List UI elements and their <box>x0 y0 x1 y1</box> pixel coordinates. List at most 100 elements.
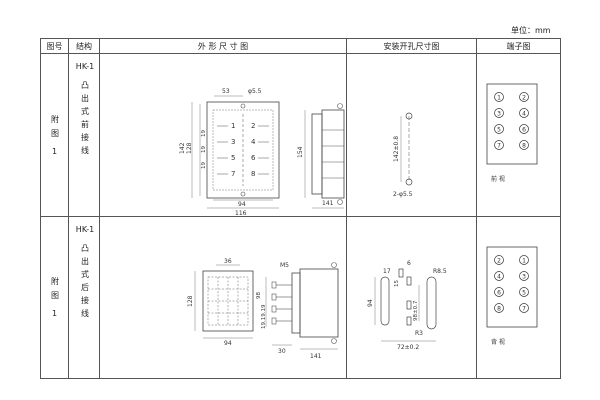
terminal-number: 3 <box>497 111 501 118</box>
side-body <box>299 268 339 338</box>
mount-drawing: 142±0.8 2-φ5.5 <box>393 112 413 198</box>
header-outline: 外 形 尺 寸 图 <box>99 38 347 54</box>
terminal-caption: 背 视 <box>491 338 505 346</box>
side-body <box>321 109 345 199</box>
terminal-number: 8 <box>497 306 501 313</box>
dim-row: 19 <box>201 162 207 169</box>
dim-w2: 6 <box>407 260 411 267</box>
mount-drawing: 17 6 R8.5 15 94 98±0.7 R3 72±0.2 <box>367 260 447 351</box>
outline-drawing-cell: 1 2 3 4 5 6 7 8 53 φ5.5 142 12 <box>99 53 347 217</box>
table-row: 附图 1 HK-1 凸出式前接线 <box>40 53 561 217</box>
fig-number: 1 <box>51 309 58 318</box>
structure-cell: HK-1 凸出式前接线 <box>68 53 100 217</box>
terminal-number: 3 <box>522 274 526 281</box>
dim-pitch1: 98 <box>256 292 262 299</box>
terminal-number: 7 <box>522 306 526 313</box>
terminal-number: 5 <box>497 127 501 134</box>
dim-h2: 94 <box>367 299 374 307</box>
dim-width-top: 53 <box>222 88 230 95</box>
terminal-number: 7 <box>497 143 501 150</box>
terminal-diagram-cell: 1 2 3 4 5 6 7 8 前 视 <box>476 53 561 217</box>
dim-pitch2: 19.19.19 <box>261 304 267 329</box>
front-terminal-label: 8 <box>251 170 255 178</box>
dim-side-depth: 141 <box>322 200 334 207</box>
terminal-number: 6 <box>522 127 526 134</box>
mount-hole-top <box>240 103 246 109</box>
terminal-number: 2 <box>497 258 501 265</box>
front-terminal-label: 5 <box>231 154 235 162</box>
dim-row: 19 <box>201 130 207 137</box>
front-terminal-label: 2 <box>251 122 255 130</box>
terminal-diagram: 2 1 4 3 6 5 8 7 背 视 <box>486 246 538 346</box>
dim-mount-holes: 2-φ5.5 <box>393 191 413 198</box>
dim-front-height: 128 <box>187 295 194 307</box>
model-name: HK-1 <box>75 62 95 71</box>
dim-side-depth: 141 <box>310 353 322 360</box>
dim-h1: 15 <box>394 280 400 287</box>
dim-screw: M5 <box>280 262 289 269</box>
outline-drawing: 1 2 3 4 5 6 7 8 53 φ5.5 142 12 <box>179 88 345 216</box>
dim-radius: R8.5 <box>433 268 447 275</box>
header-structure: 结构 <box>68 38 100 54</box>
structure-cell: HK-1 凸出式后接线 <box>68 216 100 379</box>
front-inner-frame <box>212 109 274 191</box>
side-panel <box>311 113 323 195</box>
mount-hole-bottom <box>405 178 413 186</box>
unit-label: 单位：mm <box>511 26 551 35</box>
header-fig-no: 图号 <box>40 38 69 54</box>
header-mount: 安装开孔尺寸图 <box>346 38 477 54</box>
dim-front-width: 94 <box>224 340 232 347</box>
dim-h-outer: 142 <box>179 142 186 154</box>
fig-no-cell: 附图 1 <box>40 53 69 217</box>
terminal-number: 4 <box>497 274 501 281</box>
mount-hole-top <box>405 112 413 120</box>
dim-side-height: 154 <box>297 146 304 158</box>
front-outer-frame <box>202 270 254 332</box>
front-terminal-label: 1 <box>231 122 235 130</box>
side-panel <box>291 272 301 334</box>
terminal-number: 1 <box>497 95 501 102</box>
front-terminal-label: 6 <box>251 154 256 162</box>
terminal-number: 6 <box>497 290 501 297</box>
outline-drawing-cell: 36 128 94 M5 98 <box>99 216 347 379</box>
outline-drawing: 36 128 94 M5 98 <box>187 258 339 360</box>
dim-mount-pitch: 142±0.8 <box>393 136 400 162</box>
mount-drawing-cell: 17 6 R8.5 15 94 98±0.7 R3 72±0.2 <box>346 216 477 379</box>
front-terminal-label: 3 <box>231 138 235 146</box>
terminal-diagram-cell: 2 1 4 3 6 5 8 7 背 视 <box>476 216 561 379</box>
wiring-type: 凸出式后接线 <box>80 244 90 322</box>
dim-w-outer: 116 <box>235 210 247 216</box>
fig-number: 1 <box>51 146 58 156</box>
mount-drawing-cell: 142±0.8 2-φ5.5 <box>346 53 477 217</box>
model-name: HK-1 <box>75 225 95 234</box>
front-terminal-label: 7 <box>231 170 235 178</box>
header-row: 图号 结构 外 形 尺 寸 图 安装开孔尺寸图 端子图 <box>40 38 561 54</box>
dim-w-inner: 94 <box>238 201 246 208</box>
table-row: 附图 1 HK-1 凸出式后接线 <box>40 216 561 379</box>
terminal-caption: 前 视 <box>491 175 505 183</box>
terminal-number: 8 <box>522 143 526 150</box>
terminal-number: 2 <box>522 95 526 102</box>
fig-label: 附图 <box>50 114 60 143</box>
fig-label: 附图 <box>50 277 60 305</box>
terminal-number: 5 <box>522 290 526 297</box>
dim-mount-pitch: 72±0.2 <box>397 344 419 351</box>
terminal-number: 4 <box>522 111 526 118</box>
terminal-diagram: 1 2 3 4 5 6 7 8 前 视 <box>486 83 538 183</box>
wiring-type: 凸出式前接线 <box>80 81 90 159</box>
dim-hole: φ5.5 <box>248 88 262 95</box>
dim-r2: R3 <box>415 330 423 337</box>
spec-table: 图号 结构 外 形 尺 寸 图 安装开孔尺寸图 端子图 附图 1 HK-1 凸出… <box>40 38 561 379</box>
dim-base: 30 <box>278 348 286 355</box>
dim-h-inner: 128 <box>186 142 193 154</box>
fig-no-cell: 附图 1 <box>40 216 69 379</box>
dim-w1: 17 <box>383 268 391 275</box>
mount-hole-bottom <box>240 191 246 197</box>
dim-row: 19 <box>201 146 207 153</box>
front-terminal-label: 4 <box>251 138 256 146</box>
dim-v1: 98±0.7 <box>413 300 419 321</box>
dim-front-top: 36 <box>224 258 232 265</box>
front-outer-frame <box>206 101 280 199</box>
terminal-number: 1 <box>522 258 526 265</box>
header-terminal: 端子图 <box>476 38 561 54</box>
